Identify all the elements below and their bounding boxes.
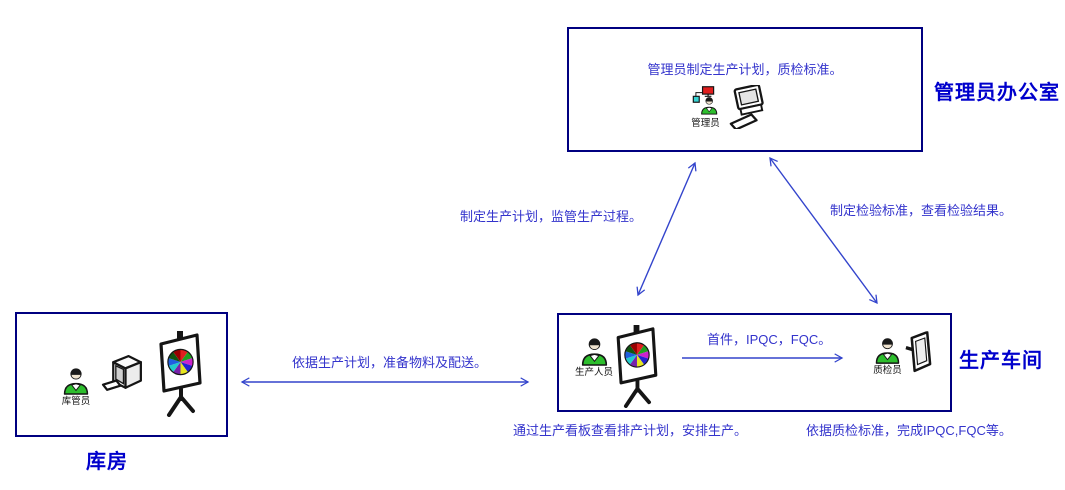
inspector-caption: 质检员 [873, 365, 902, 376]
keeper-caption: 库管员 [61, 396, 91, 407]
kanban-board-icon [614, 325, 659, 408]
workshop-box: 生产人员 首件，IPQC，FQC。 质检员 [557, 313, 952, 412]
office-computer-icon [725, 85, 775, 129]
admin-figure: 管理员 [689, 86, 722, 129]
warehouse-computer-icon [101, 350, 148, 401]
label-office-producer-arrow: 制定生产计划，监管生产过程。 [460, 209, 643, 224]
admin-caption: 管理员 [691, 118, 720, 129]
keeper-figure: 库管员 [61, 366, 91, 407]
workshop-note-right: 依据质检标准，完成IPQC,FQC等。 [806, 423, 1012, 438]
inspector-icon [873, 336, 902, 364]
workshop-location-label: 生产车间 [959, 350, 1043, 372]
workshop-note-left: 通过生产看板查看排产计划，安排生产。 [513, 423, 748, 438]
warehouse-box: 库管员 [15, 312, 228, 437]
producer-icon [579, 336, 610, 366]
arrow-office-inspector [769, 156, 878, 305]
office-box: 管理员制定生产计划，质检标准。 管理员 [567, 27, 923, 152]
label-producer-inspector-arrow: 首件，IPQC，FQC。 [707, 332, 832, 347]
keeper-icon [61, 366, 91, 395]
warehouse-board-icon [156, 331, 204, 417]
producer-figure: 生产人员 [575, 336, 613, 378]
label-office-inspector-arrow: 制定检验标准，查看检验结果。 [830, 203, 1013, 218]
office-location-label: 管理员办公室 [934, 82, 1060, 104]
office-note: 管理员制定生产计划，质检标准。 [647, 62, 843, 77]
inspector-figure: 质检员 [873, 336, 902, 376]
office-icon-group: 管理员 [689, 86, 775, 129]
admin-icon [689, 86, 722, 117]
producer-caption: 生产人员 [575, 367, 614, 378]
label-warehouse-workshop-arrow: 依据生产计划，准备物料及配送。 [292, 355, 488, 370]
door-icon [904, 330, 933, 375]
warehouse-location-label: 库房 [86, 451, 128, 473]
arrow-office-producer [636, 161, 697, 297]
